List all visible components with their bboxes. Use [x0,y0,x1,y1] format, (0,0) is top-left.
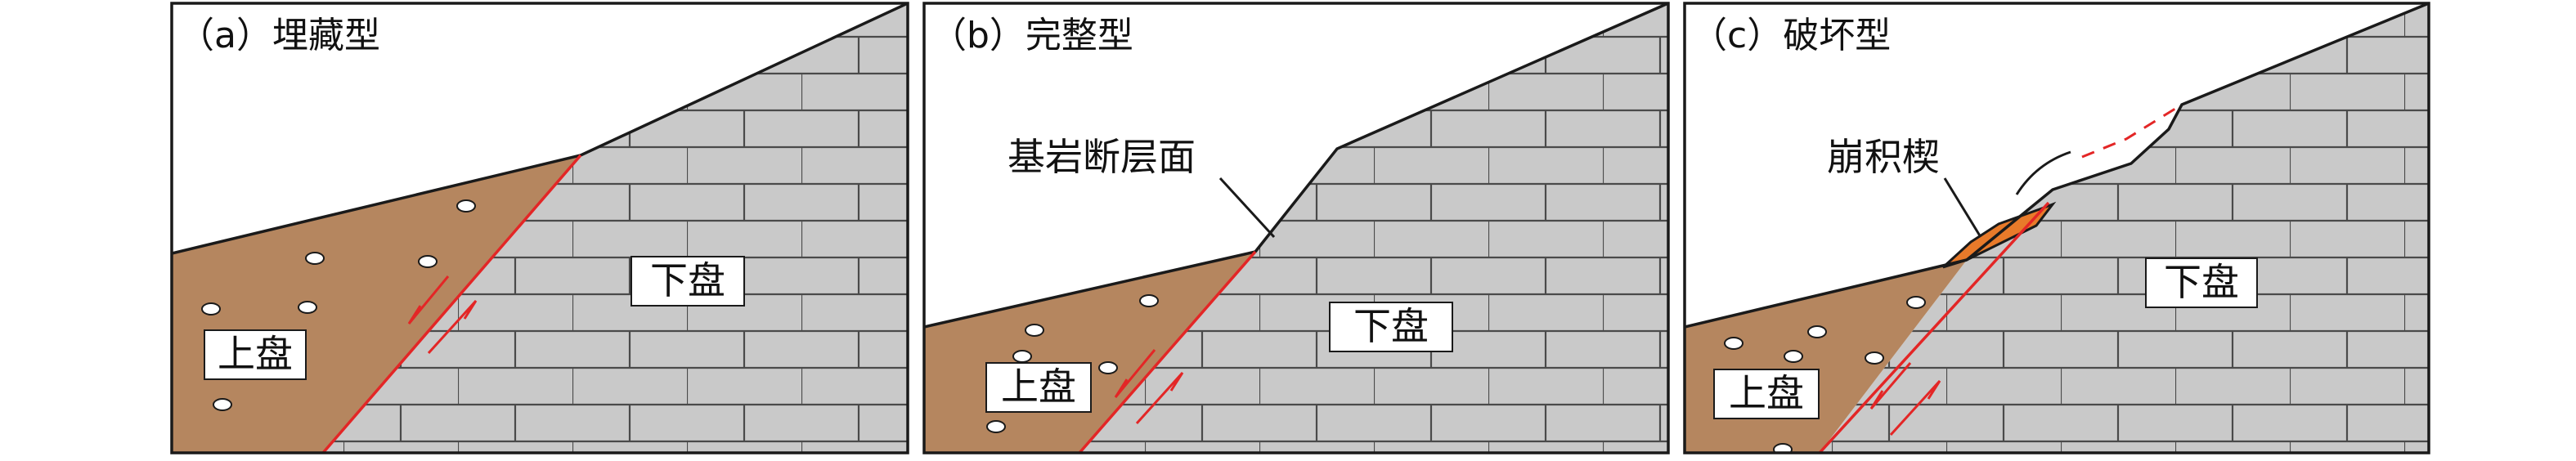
footwall-rock [1820,3,2429,453]
fault-line [1818,201,2050,453]
footwall-rock [1079,3,1668,453]
hanging-wall-label: 上盘 [204,329,307,380]
svg-text:下盘: 下盘 [1353,304,1429,348]
panel-title: （a）埋藏型 [178,15,380,56]
svg-text:下盘: 下盘 [2164,260,2239,304]
bedrock-fault-plane-callout: 基岩断层面 [1008,135,1196,179]
colluvial-wedge-callout: 崩积楔 [1827,135,1940,179]
fault-line [1078,250,1257,453]
pebbles [1724,296,1926,453]
original-surface-dashed [2081,103,2183,159]
panel-b: （b）完整型 基岩断层面 上盘 下盘 [922,2,1670,454]
callout-leader [1943,177,1982,238]
slip-arrows [1869,362,1941,436]
panel-a: （a）埋藏型 上盘 下盘 [170,2,909,454]
svg-text:上盘: 上盘 [218,332,293,376]
ground-surface [1685,258,1968,329]
scarp-face [1965,3,2429,262]
svg-text:上盘: 上盘 [1001,365,1076,409]
panel-title: （c）破坏型 [1691,15,1891,56]
panel-b-border [922,2,1670,454]
hanging-wall-label: 上盘 [985,362,1092,413]
panel-title: （b）完整型 [931,15,1133,56]
slip-arrows [407,275,478,355]
slip-arrows [1114,349,1184,425]
svg-text:上盘: 上盘 [1729,371,1804,415]
callout-leader [1218,177,1276,239]
panel-c-border [1683,2,2430,454]
ground-surface [924,3,1668,329]
footwall-label: 下盘 [631,256,745,307]
footwall-label: 下盘 [2145,257,2258,308]
svg-text:下盘: 下盘 [650,258,725,302]
footwall-rock [323,3,908,453]
pebbles [201,199,476,411]
footwall-label: 下盘 [1329,302,1453,352]
panel-c: （c）破坏型 崩积楔 上盘 下盘 [1683,2,2430,454]
hanging-wall-label: 上盘 [1713,369,1820,419]
panel-a-border [170,2,909,454]
pebbles [986,294,1159,433]
fault-line [321,154,582,453]
eroded-crest-arc [2015,150,2071,195]
